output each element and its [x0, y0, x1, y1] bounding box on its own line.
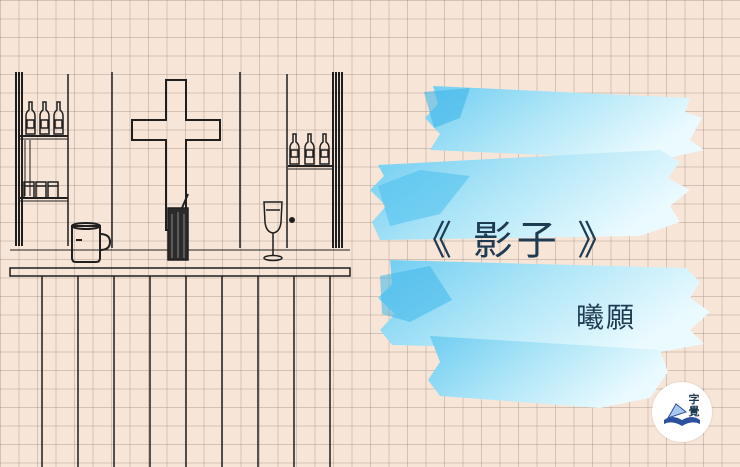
ink-lines [24, 140, 337, 246]
badge-text: 字覺 [688, 393, 700, 418]
tall-glass-icon [167, 193, 189, 261]
counter-slats [41, 276, 331, 467]
jar-icon [23, 181, 59, 199]
author-name: 曦願 [576, 301, 637, 334]
bottle-icon [25, 101, 64, 135]
book-icon [664, 403, 700, 426]
wine-glass-icon [263, 201, 283, 262]
mug-icon [71, 222, 112, 263]
publisher-badge [652, 382, 712, 442]
book-title: 《 影子 》 [412, 218, 622, 264]
bottle-icon [289, 133, 330, 165]
brush-stroke [370, 86, 710, 408]
